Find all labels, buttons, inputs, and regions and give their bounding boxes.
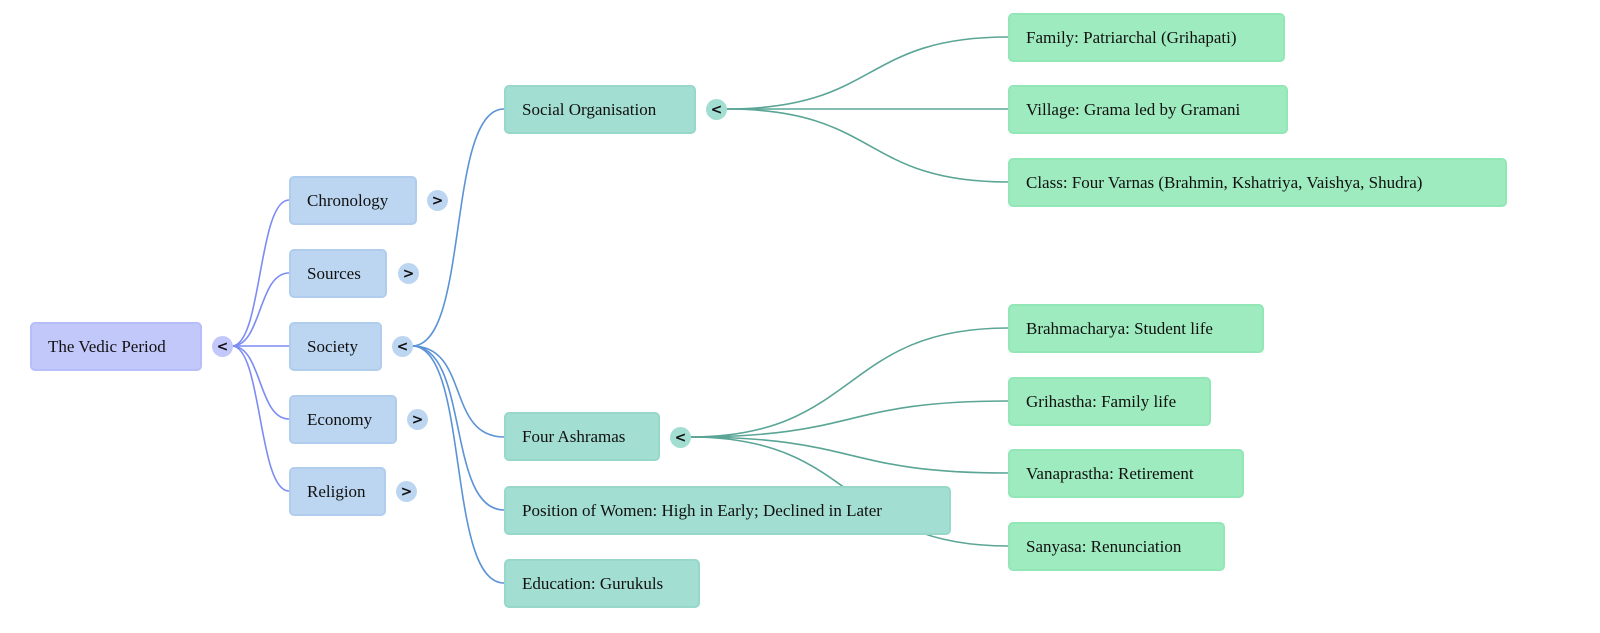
- node-grihastha[interactable]: Grihastha: Family life: [1008, 377, 1211, 426]
- expand-economy-toggle[interactable]: >: [407, 409, 428, 430]
- collapse-society-toggle[interactable]: <: [392, 336, 413, 357]
- edge-root-economy: [231, 345, 290, 420]
- edge-society-four-ashramas: [411, 345, 505, 438]
- edge-four-ashramas-brahmacharya: [689, 327, 1009, 438]
- edge-root-religion: [231, 345, 290, 492]
- edge-four-ashramas-vanaprastha: [689, 436, 1009, 474]
- edge-root-chronology: [231, 199, 290, 347]
- node-four-ashramas[interactable]: Four Ashramas: [504, 412, 660, 461]
- collapse-root-toggle[interactable]: <: [212, 336, 233, 357]
- edge-root-sources: [231, 272, 290, 347]
- node-education[interactable]: Education: Gurukuls: [504, 559, 700, 608]
- edge-society-education: [411, 345, 505, 584]
- node-class[interactable]: Class: Four Varnas (Brahmin, Kshatriya, …: [1008, 158, 1507, 207]
- node-religion[interactable]: Religion: [289, 467, 386, 516]
- node-position-of-women[interactable]: Position of Women: High in Early; Declin…: [504, 486, 951, 535]
- node-sanyasa[interactable]: Sanyasa: Renunciation: [1008, 522, 1225, 571]
- node-society[interactable]: Society: [289, 322, 382, 371]
- node-root-the-vedic-period[interactable]: The Vedic Period: [30, 322, 202, 371]
- node-family[interactable]: Family: Patriarchal (Grihapati): [1008, 13, 1285, 62]
- collapse-social-organisation-toggle[interactable]: <: [706, 99, 727, 120]
- node-village[interactable]: Village: Grama led by Gramani: [1008, 85, 1288, 134]
- node-vanaprastha[interactable]: Vanaprastha: Retirement: [1008, 449, 1244, 498]
- collapse-four-ashramas-toggle[interactable]: <: [670, 427, 691, 448]
- edge-social-organisation-family: [725, 36, 1009, 110]
- edge-social-organisation-class: [725, 108, 1009, 183]
- node-social-organisation[interactable]: Social Organisation: [504, 85, 696, 134]
- edge-society-position-of-women: [411, 345, 505, 511]
- node-sources[interactable]: Sources: [289, 249, 387, 298]
- expand-religion-toggle[interactable]: >: [396, 481, 417, 502]
- edge-society-social-organisation: [411, 108, 505, 347]
- edge-four-ashramas-grihastha: [689, 400, 1009, 438]
- node-economy[interactable]: Economy: [289, 395, 397, 444]
- expand-chronology-toggle[interactable]: >: [427, 190, 448, 211]
- expand-sources-toggle[interactable]: >: [398, 263, 419, 284]
- node-brahmacharya[interactable]: Brahmacharya: Student life: [1008, 304, 1264, 353]
- node-chronology[interactable]: Chronology: [289, 176, 417, 225]
